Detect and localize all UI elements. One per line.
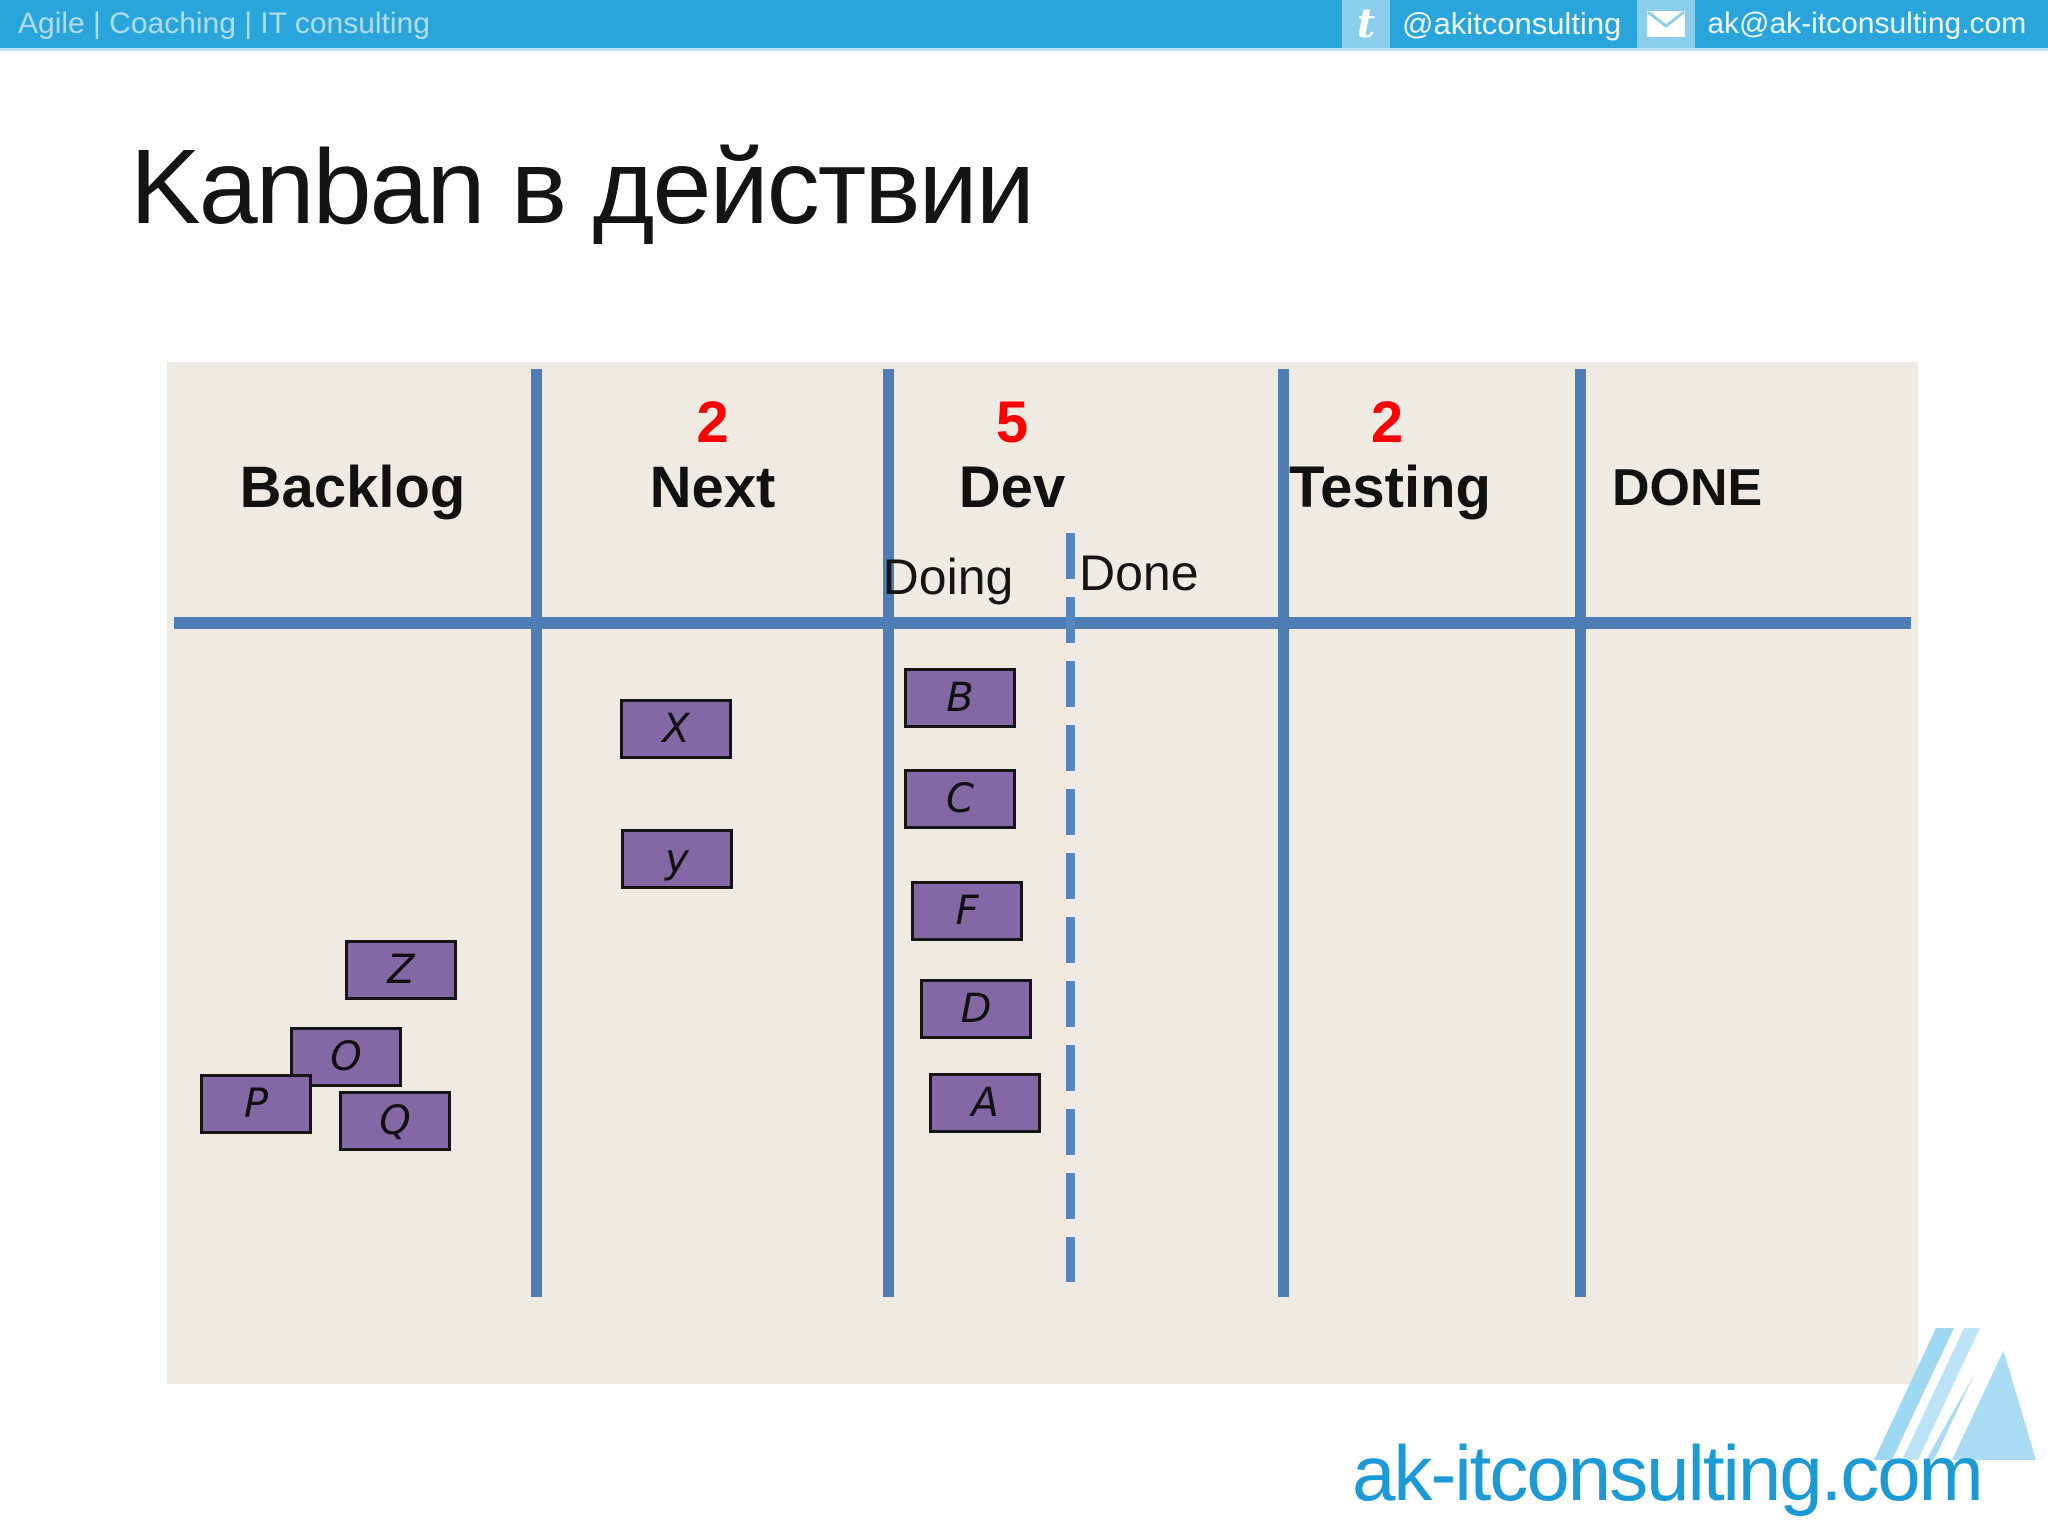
column-divider-dev-testing bbox=[1278, 369, 1289, 1297]
kanban-card-Z: Z bbox=[345, 940, 457, 1000]
envelope-icon bbox=[1647, 10, 1686, 37]
kanban-card-A: A bbox=[929, 1073, 1041, 1133]
wip-limit-backlog bbox=[174, 392, 531, 454]
company-logo-triangle bbox=[1874, 1328, 2036, 1460]
kanban-card-Q: Q bbox=[339, 1091, 451, 1151]
sub-column-label-done: Done bbox=[1079, 545, 1199, 601]
header-separator-line bbox=[174, 617, 1911, 629]
kanban-card-D: D bbox=[920, 979, 1032, 1039]
twitter-icon: t bbox=[1356, 0, 1376, 47]
wip-limit-done bbox=[1612, 392, 1912, 454]
column-header-backlog: Backlog bbox=[174, 392, 531, 522]
column-header-dev: 5 Dev bbox=[867, 392, 1157, 522]
column-label-next: Next bbox=[649, 455, 776, 520]
column-divider-backlog-next bbox=[531, 369, 542, 1297]
kanban-card-P: P bbox=[200, 1074, 312, 1134]
dev-doing-done-dashed-divider bbox=[1066, 533, 1075, 1282]
kanban-board: Backlog 2 Next 5 Dev 2 Testing DONE Doin… bbox=[167, 362, 1918, 1384]
kanban-card-y: y bbox=[621, 829, 733, 889]
column-header-done: DONE bbox=[1612, 392, 1912, 522]
top-bar-contacts: t @akitconsulting ak@ak-itconsulting.com bbox=[1342, 0, 2026, 48]
wip-limit-testing: 2 bbox=[1370, 390, 1404, 455]
twitter-icon-box: t bbox=[1342, 0, 1390, 48]
column-divider-testing-done bbox=[1575, 369, 1586, 1297]
column-label-dev: Dev bbox=[958, 455, 1066, 520]
kanban-card-F: F bbox=[911, 881, 1023, 941]
email-address: ak@ak-itconsulting.com bbox=[1707, 7, 2027, 40]
column-header-next: 2 Next bbox=[542, 392, 883, 522]
top-bar: Agile | Coaching | IT consulting t @akit… bbox=[0, 0, 2048, 51]
twitter-handle: @akitconsulting bbox=[1402, 6, 1622, 41]
column-label-testing: Testing bbox=[1289, 455, 1491, 520]
envelope-icon-box bbox=[1637, 0, 1696, 48]
wip-limit-dev: 5 bbox=[995, 390, 1029, 455]
kanban-card-C: C bbox=[904, 769, 1016, 829]
kanban-card-B: B bbox=[904, 668, 1016, 728]
website-url: ak-itconsulting.com bbox=[1352, 1429, 1984, 1517]
sub-column-label-doing: Doing bbox=[882, 549, 1014, 605]
company-tagline: Agile | Coaching | IT consulting bbox=[18, 7, 430, 40]
column-header-testing: 2 Testing bbox=[1289, 390, 1491, 522]
kanban-card-X: X bbox=[620, 699, 732, 759]
slide-title: Kanban в действии bbox=[130, 128, 1035, 246]
column-divider-next-dev bbox=[883, 369, 894, 1297]
wip-limit-next: 2 bbox=[696, 390, 729, 455]
column-label-backlog: Backlog bbox=[239, 455, 466, 520]
column-label-done: DONE bbox=[1612, 459, 1763, 517]
